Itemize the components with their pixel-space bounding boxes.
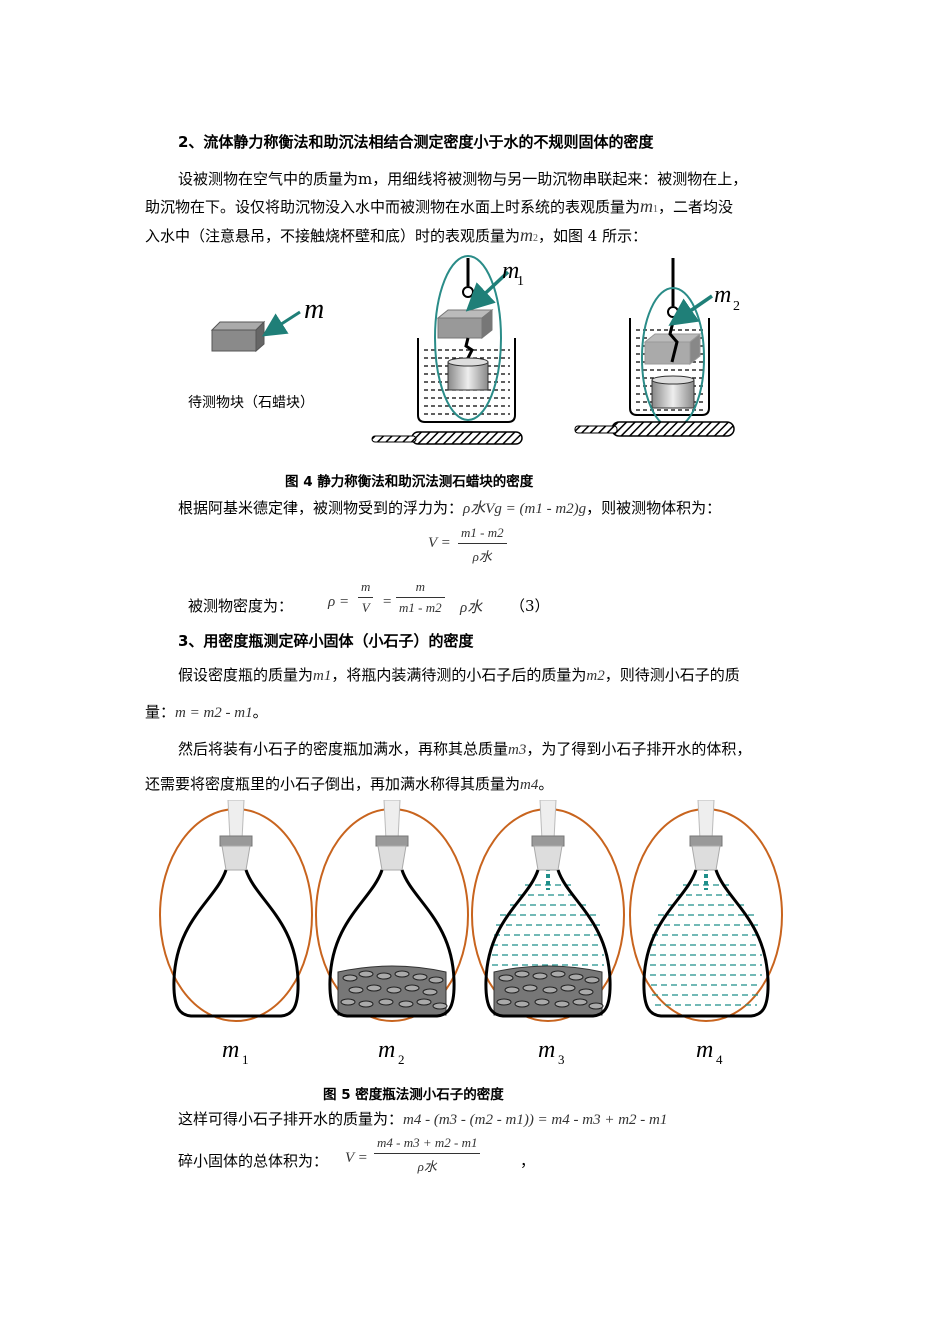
text: ，将瓶内装满待测的小石子后的质量为 bbox=[331, 666, 587, 684]
paragraph-line: 设被测物在空气中的质量为m，用细线将被测物与另一助沉物串联起来：被测物在上， bbox=[178, 170, 748, 188]
text: 入水中（注意悬吊，不接触烧杯壁和底）时的表观质量为 bbox=[145, 227, 521, 245]
text: 。 bbox=[538, 775, 554, 793]
beaker-1 bbox=[371, 255, 523, 445]
figure-4-caption: 图 4 静力称衡法和助沉法测石蜡块的密度 bbox=[285, 474, 534, 490]
label-m1-sub: 1 bbox=[517, 274, 524, 289]
math-m2: m2 bbox=[586, 668, 605, 684]
fraction-numerator: m4 - m3 + m2 - m1 bbox=[377, 1135, 478, 1150]
fraction-numerator: m1 - m2 bbox=[461, 525, 504, 540]
buoyancy-formula: ρ水Vg = (m1 - m2)g bbox=[463, 501, 587, 517]
paragraph-line: 假设密度瓶的质量为m1，将瓶内装满待测的小石子后的质量为m2，则待测小石子的质 bbox=[178, 664, 740, 685]
fraction-denominator: V bbox=[361, 600, 370, 615]
text: 助沉物在下。设仅将助沉物没入水中而被测物在水面上时系统的表观质量为 bbox=[145, 198, 641, 216]
volume-lhs: V = bbox=[428, 535, 451, 551]
flask-label-m1: m bbox=[222, 1037, 239, 1063]
result-volume-lhs: V = bbox=[345, 1150, 368, 1166]
paragraph-line: 入水中（注意悬吊，不接触烧杯壁和底）时的表观质量为m2，如图 4 所示： bbox=[145, 225, 647, 246]
math-m4: m4 bbox=[520, 777, 539, 793]
paragraph-line: 然后将装有小石子的密度瓶加满水，再称其总质量m3，为了得到小石子排开水的体积， bbox=[178, 738, 751, 759]
text: ，则被测物体积为： bbox=[586, 499, 722, 517]
text: ，为了得到小石子排开水的体积， bbox=[526, 740, 752, 758]
paragraph-line: 助沉物在下。设仅将助沉物没入水中而被测物在水面上时系统的表观质量为m1，二者均没 bbox=[145, 196, 733, 217]
flask-m2 bbox=[315, 800, 469, 1022]
text: 。 bbox=[252, 703, 268, 721]
paragraph-line: 根据阿基米德定律，被测物受到的浮力为：ρ水Vg = (m1 - m2)g，则被测… bbox=[178, 497, 721, 518]
volume-label: 碎小固体的总体积为： bbox=[178, 1152, 329, 1170]
math-m1: m bbox=[640, 196, 654, 216]
flask-label-m2: m bbox=[378, 1037, 395, 1063]
fraction-bar bbox=[396, 597, 445, 598]
flask-m3 bbox=[471, 800, 625, 1022]
text: 这样可得小石子排开水的质量为： bbox=[178, 1110, 404, 1128]
figure-5-caption: 图 5 密度瓶法测小石子的密度 bbox=[323, 1087, 504, 1103]
text: ，二者均没 bbox=[658, 198, 734, 216]
arrow-m bbox=[261, 310, 301, 337]
arrow-m2 bbox=[668, 294, 713, 326]
fraction-denominator: ρ水 bbox=[472, 549, 492, 564]
volume-fraction: m1 - m2 ρ水 bbox=[458, 525, 507, 565]
density-tail: ρ水 bbox=[460, 600, 483, 616]
fraction-bar bbox=[358, 597, 374, 598]
block-caption: 待测物块（石蜡块） bbox=[188, 395, 314, 411]
text: 根据阿基米德定律，被测物受到的浮力为： bbox=[178, 499, 464, 517]
math-sub: 1 bbox=[653, 204, 659, 215]
flask-label-sub: 1 bbox=[242, 1052, 249, 1067]
fraction-denominator: ρ水 bbox=[417, 1159, 437, 1174]
result-formula: m4 - (m3 - (m2 - m1)) = m4 - m3 + m2 - m… bbox=[403, 1112, 668, 1128]
flask-label-sub: 4 bbox=[716, 1052, 723, 1067]
text: 假设密度瓶的质量为 bbox=[178, 666, 314, 684]
equation-number: （3） bbox=[510, 597, 550, 615]
paragraph-line: 还需要将密度瓶里的小石子倒出，再加满水称得其质量为m4。 bbox=[145, 773, 553, 794]
math-sub: 2 bbox=[533, 233, 539, 244]
section-3-heading: 3、用密度瓶测定碎小固体（小石子）的密度 bbox=[178, 632, 474, 650]
beaker-2 bbox=[574, 258, 735, 437]
ellipse-m1 bbox=[434, 255, 502, 421]
math-m3: m3 bbox=[508, 742, 527, 758]
section-2-heading: 2、流体静力称衡法和助沉法相结合测定密度小于水的不规则固体的密度 bbox=[178, 133, 654, 151]
label-m2: m bbox=[714, 282, 731, 308]
math-m1: m1 bbox=[313, 668, 332, 684]
density-lhs: ρ = bbox=[328, 594, 350, 610]
fraction-bar bbox=[458, 543, 507, 544]
flask-label-m4: m bbox=[696, 1037, 713, 1063]
density-fraction-1: m V bbox=[358, 579, 374, 616]
text: 然后将装有小石子的密度瓶加满水，再称其总质量 bbox=[178, 740, 509, 758]
fraction-numerator: m bbox=[361, 579, 371, 594]
flask-label-m3: m bbox=[538, 1037, 555, 1063]
text: 量： bbox=[145, 703, 176, 721]
math-m2: m bbox=[520, 225, 534, 245]
figure-5: m 1 m 2 m 3 m 4 bbox=[159, 800, 783, 1067]
text: ，则待测小石子的质 bbox=[604, 666, 740, 684]
flask-m1 bbox=[159, 800, 313, 1022]
text: ，如图 4 所示： bbox=[538, 227, 648, 245]
flask-m4 bbox=[629, 800, 783, 1022]
paragraph-line: 量：m = m2 - m1。 bbox=[145, 701, 268, 722]
density-fraction-2: m m1 - m2 bbox=[396, 579, 445, 616]
math-eq: m = m2 - m1 bbox=[175, 705, 253, 721]
flask-label-sub: 2 bbox=[398, 1052, 405, 1067]
fraction-numerator: m bbox=[415, 579, 425, 594]
figure-4: m m 1 bbox=[210, 255, 740, 445]
fraction-bar bbox=[374, 1153, 481, 1154]
paragraph-line: 这样可得小石子排开水的质量为：m4 - (m3 - (m2 - m1)) = m… bbox=[178, 1108, 667, 1129]
flask-label-sub: 3 bbox=[558, 1052, 565, 1067]
arrow-m1 bbox=[465, 270, 510, 312]
label-m1: m bbox=[502, 258, 519, 284]
label-m2-sub: 2 bbox=[733, 299, 740, 314]
density-label: 被测物密度为： bbox=[188, 597, 294, 615]
fraction-denominator: m1 - m2 bbox=[399, 600, 442, 615]
equals-sign: = bbox=[382, 594, 393, 610]
result-volume-fraction: m4 - m3 + m2 - m1 ρ水 bbox=[374, 1135, 481, 1175]
trailing-comma: ， bbox=[520, 1152, 536, 1170]
wax-block bbox=[210, 320, 266, 353]
text: 还需要将密度瓶里的小石子倒出，再加满水称得其质量为 bbox=[145, 775, 521, 793]
label-m: m bbox=[304, 294, 324, 325]
